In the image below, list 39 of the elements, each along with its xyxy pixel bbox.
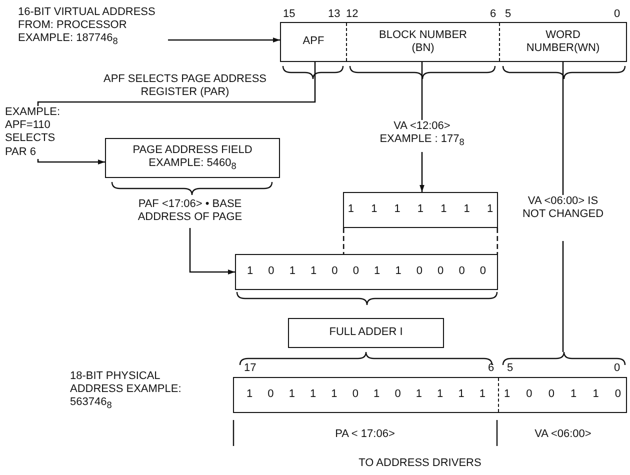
annotation-text: VA <12:06> EXAMPLE : 177$_{8}$ xyxy=(372,120,472,152)
bit-number: 13 xyxy=(328,8,340,22)
bit-number: 5 xyxy=(505,8,512,22)
register-box: 1 1 1 1 1 1 1 xyxy=(343,192,498,228)
register-field: BLOCK NUMBER (BN) xyxy=(346,23,499,61)
annotation-text: PAF <17:06> • BASE ADDRESS OF PAGE xyxy=(122,198,258,228)
register-caption: PA < 17:06> xyxy=(334,428,396,442)
arrow xyxy=(420,152,424,192)
connector-line xyxy=(562,241,564,352)
bit-number: 0 xyxy=(614,8,620,22)
arrow xyxy=(189,228,235,274)
register-caption: VA <06:00> xyxy=(534,428,592,442)
connector-line xyxy=(562,61,564,195)
source-text: 16-BIT VIRTUAL ADDRESS FROM: PROCESSOR EXAMPLE: 187746$_{8}$ xyxy=(18,6,168,56)
arrow xyxy=(168,38,280,42)
box-text: EXAMPLE: 5460$_{8}$ xyxy=(148,157,236,172)
register-field: WORD NUMBER(WN) xyxy=(499,23,626,61)
process-box xyxy=(105,138,280,178)
annotation-text: 18-BIT PHYSICAL ADDRESS EXAMPLE: 563746$_{8}$ xyxy=(70,370,182,412)
register-field: APF xyxy=(281,23,346,61)
alignment-guide xyxy=(342,227,498,255)
bit-number: 5 xyxy=(507,362,514,376)
edge-label: APF SELECTS PAGE ADDRESS REGISTER (PAR) xyxy=(102,73,268,100)
bit-number: 6 xyxy=(490,8,496,22)
box-text: PAGE ADDRESS FIELD xyxy=(132,144,252,157)
bit-number: 15 xyxy=(283,8,296,22)
destination-text: TO ADDRESS DRIVERS xyxy=(358,457,482,470)
bit-number: 17 xyxy=(244,362,256,376)
virtual-address-register xyxy=(280,22,627,62)
connector-line xyxy=(421,61,423,120)
process-box: FULL ADDER I xyxy=(288,318,444,348)
register-box: 1 0 1 1 0 0 1 1 0 0 0 0 xyxy=(235,254,498,290)
register-field: 1 0 1 1 1 0 1 0 1 1 1 1 xyxy=(234,378,498,412)
arrow xyxy=(37,61,316,164)
register-field: 1 0 0 1 1 0 xyxy=(498,378,626,412)
annotation-text: VA <06:00> IS NOT CHANGED xyxy=(518,195,608,241)
bit-number: 0 xyxy=(614,362,620,376)
physical-address-register xyxy=(233,377,627,413)
bit-number: 12 xyxy=(346,8,358,22)
